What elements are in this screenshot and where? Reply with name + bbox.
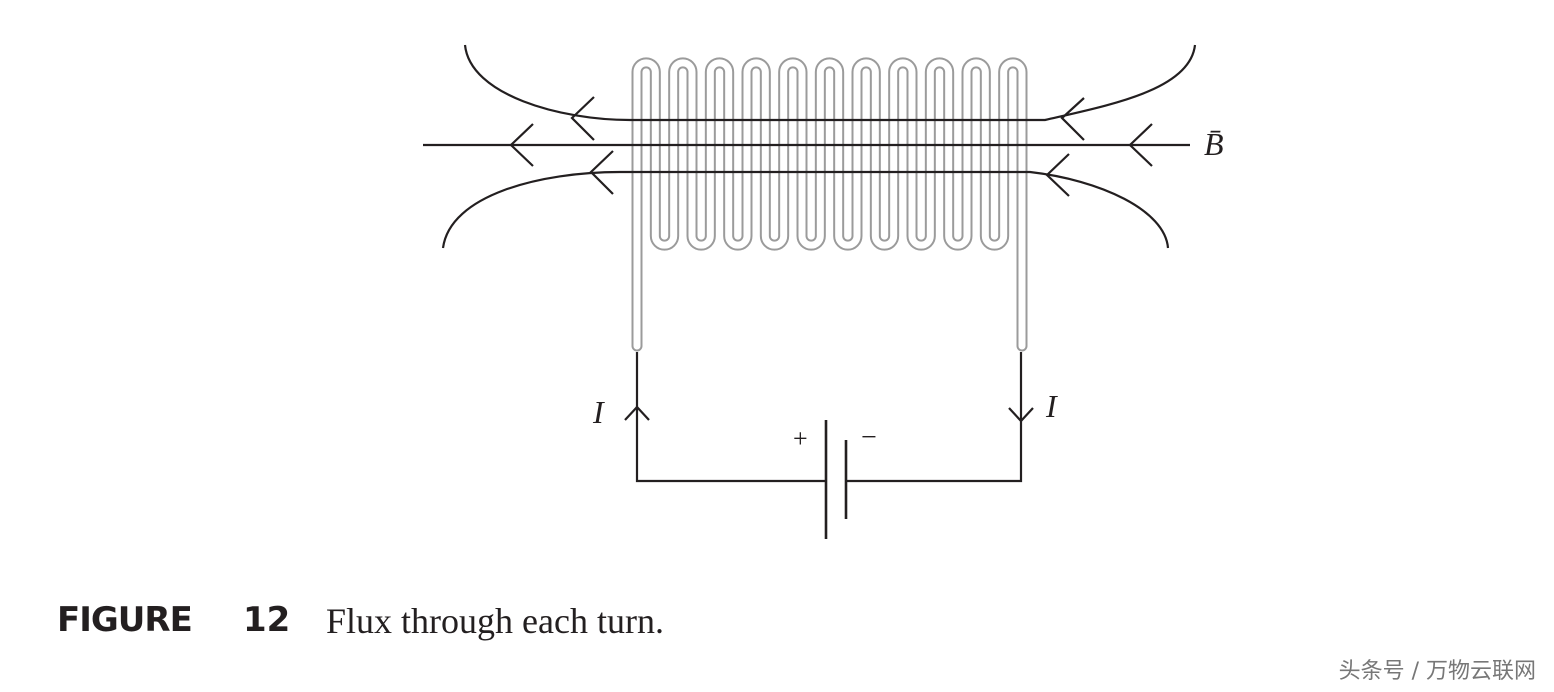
field-line-upper: [463, 44, 1197, 122]
caption-text: Flux through each turn.: [326, 601, 664, 641]
current-arrow-down-icon: [1008, 407, 1034, 423]
current-label-left: I: [593, 394, 604, 430]
battery-minus: −: [861, 422, 877, 453]
current-label-right: I: [1046, 388, 1057, 424]
caption-number: 12: [243, 600, 291, 640]
field-label: B̄: [1204, 126, 1224, 162]
current-arrow-up-icon: [624, 405, 650, 421]
solenoid-coil: [631, 57, 1028, 352]
caption-label: FIGURE: [57, 600, 193, 640]
field-line-lower: [441, 170, 1170, 249]
wire-left: [635, 352, 826, 483]
watermark: 头条号 / 万物云联网: [1338, 659, 1536, 684]
field-lines: [423, 44, 1197, 249]
arrow-icon: [509, 123, 534, 167]
arrow-icon: [1060, 97, 1085, 141]
battery-plus: +: [793, 424, 808, 453]
coil-wire-inner: [633, 59, 1026, 350]
wire-right: [846, 352, 1023, 483]
arrow-icon: [589, 150, 614, 195]
arrow-icon: [1128, 123, 1153, 167]
circuit: [624, 352, 1034, 539]
arrow-icon: [570, 96, 595, 141]
arrow-icon: [1045, 153, 1070, 197]
